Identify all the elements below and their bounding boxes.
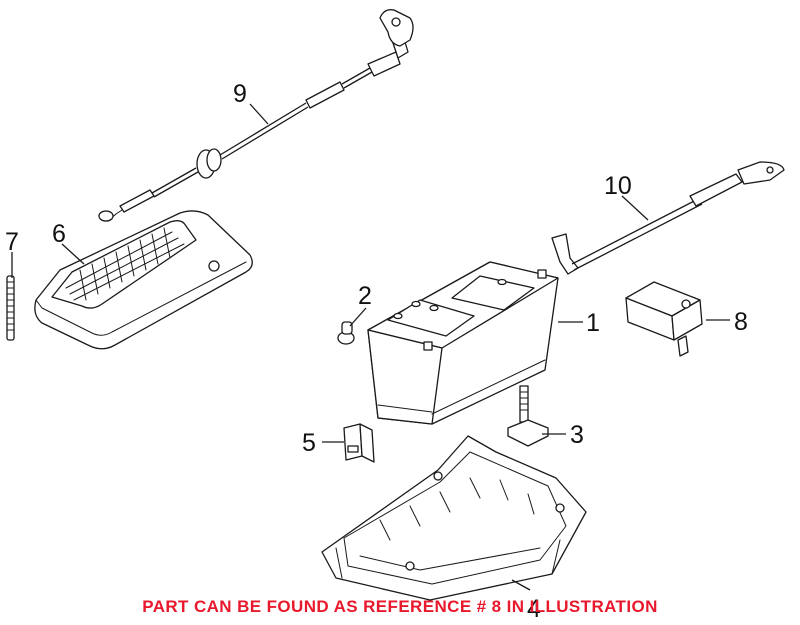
callout-3: 3 xyxy=(570,421,584,449)
callout-7: 7 xyxy=(5,228,19,256)
plug-part-2[interactable] xyxy=(337,321,355,345)
bracket-part-5[interactable] xyxy=(343,423,375,463)
battery-part-1[interactable] xyxy=(367,261,559,425)
callout-labels: 7 6 9 10 2 1 8 3 5 4 xyxy=(5,80,748,623)
callout-8: 8 xyxy=(734,308,748,336)
stud-part-7[interactable] xyxy=(6,275,15,341)
callout-10: 10 xyxy=(604,172,632,200)
callout-9: 9 xyxy=(233,80,247,108)
battery-tray-part-4[interactable] xyxy=(321,435,587,601)
callout-4: 4 xyxy=(527,595,541,623)
hold-down-bolt-part-3[interactable] xyxy=(507,385,549,447)
callout-6: 6 xyxy=(52,220,66,248)
ground-cable-part-10[interactable] xyxy=(551,161,785,275)
callout-1: 1 xyxy=(586,309,600,337)
callout-5: 5 xyxy=(302,429,316,457)
battery-cover-part-6[interactable] xyxy=(34,210,253,350)
battery-sensor-part-8[interactable] xyxy=(625,281,703,357)
callout-2: 2 xyxy=(358,282,372,310)
negative-cable-part-9[interactable] xyxy=(98,9,414,222)
reference-notice: PART CAN BE FOUND AS REFERENCE # 8 IN IL… xyxy=(142,597,658,616)
leader-lines xyxy=(11,103,730,591)
